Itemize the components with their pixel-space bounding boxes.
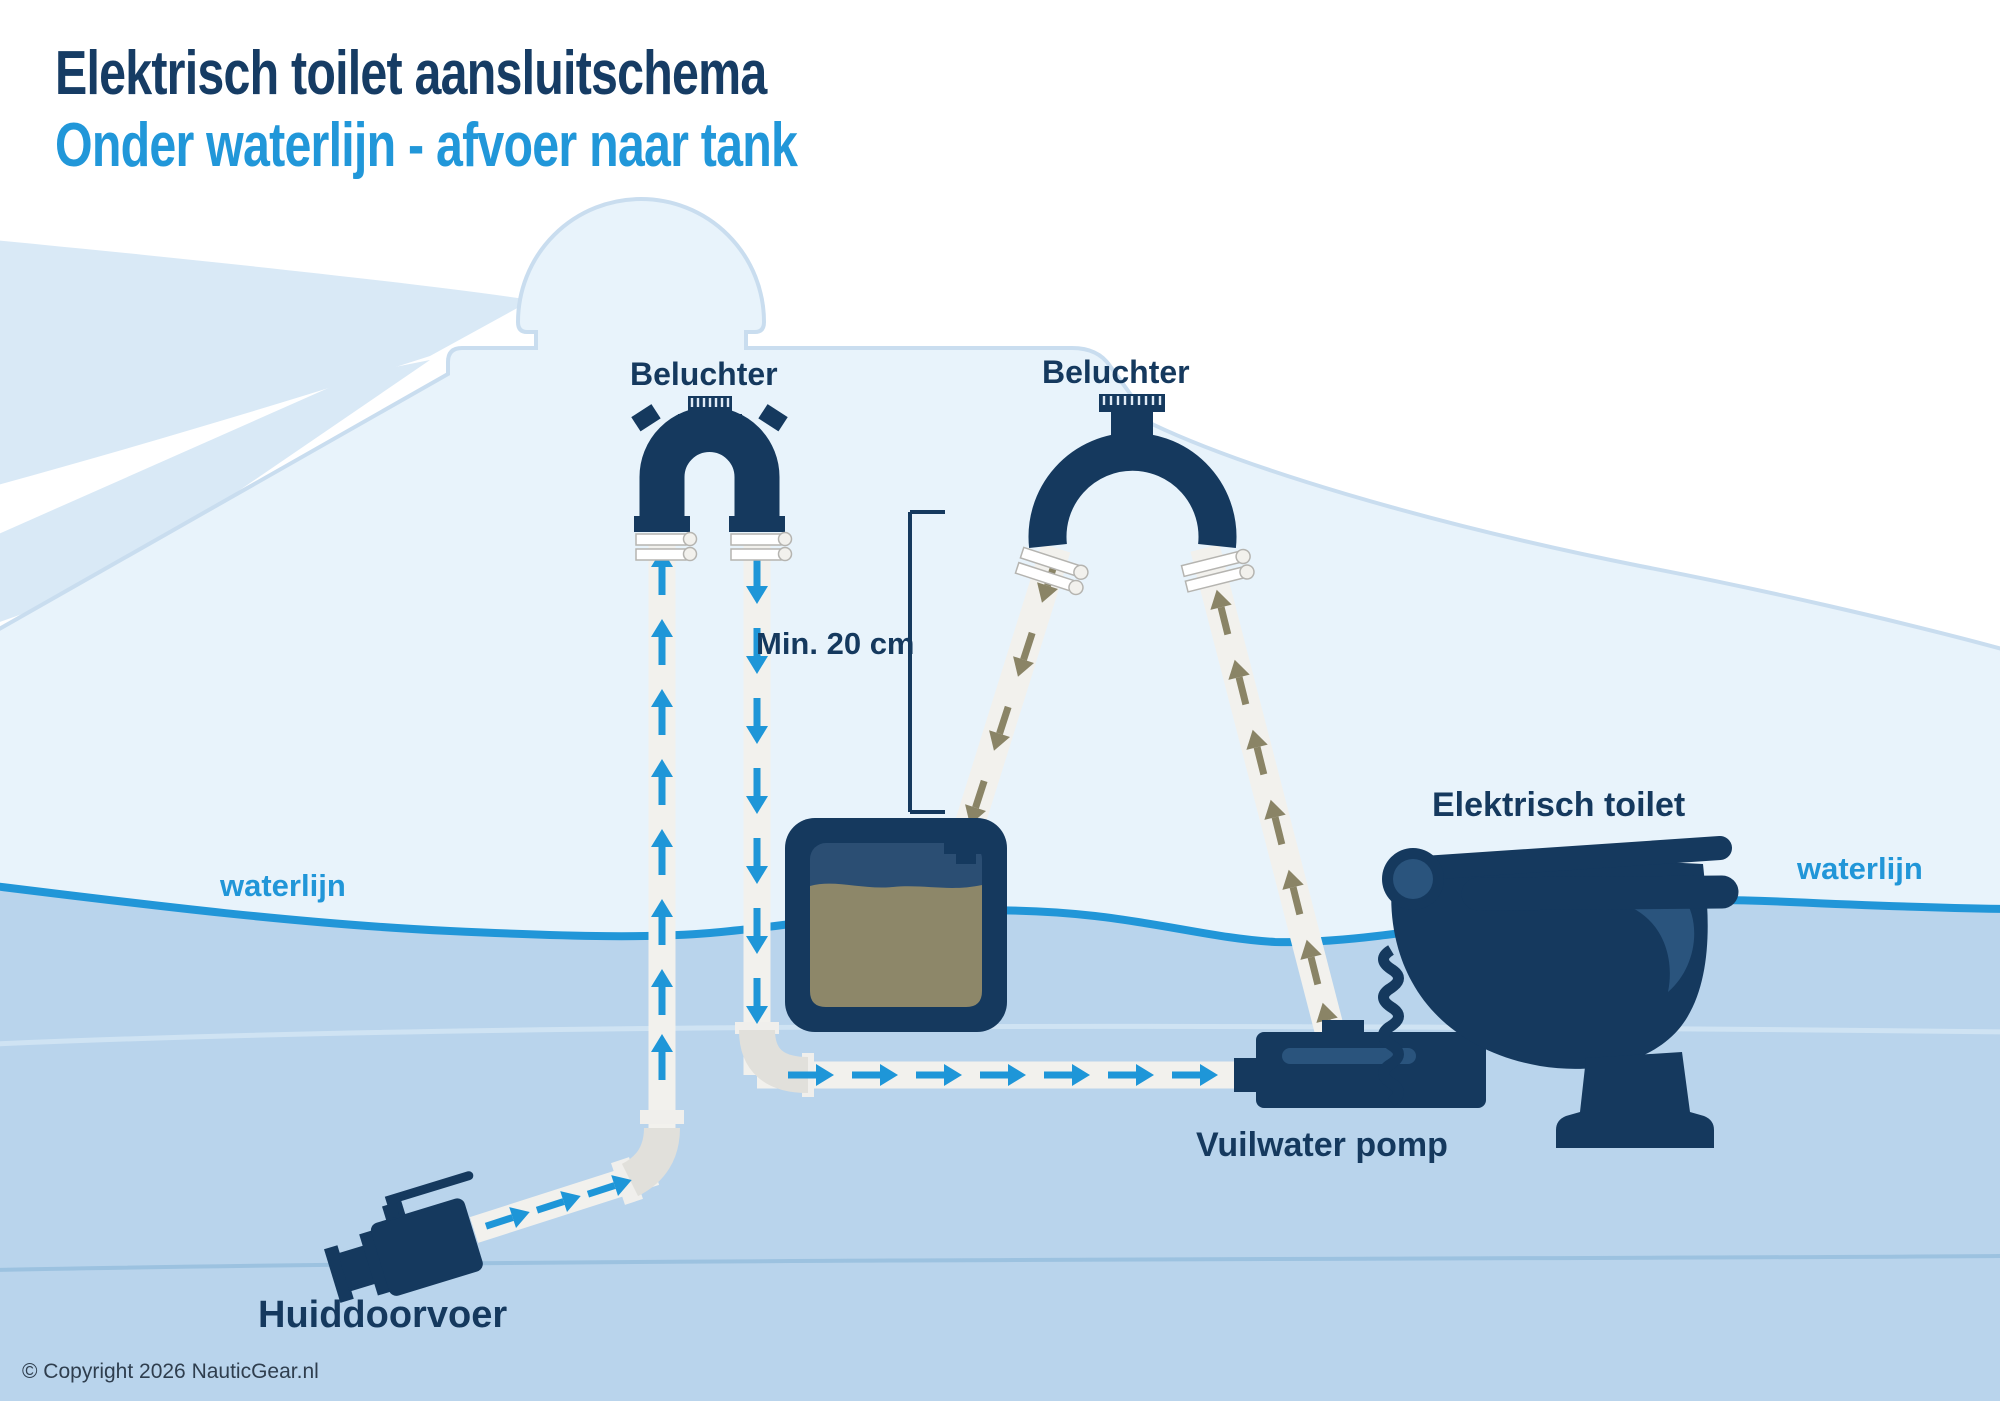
electric-toilet <box>1378 836 1739 1148</box>
page-subtitle: Onder waterlijn - afvoer naar tank <box>55 111 798 180</box>
toilet-seat <box>1412 836 1732 880</box>
hose-clamps <box>1180 548 1255 593</box>
waste-pump <box>1234 1020 1486 1108</box>
label-waterline-left: waterlijn <box>220 868 346 903</box>
copyright-text: © Copyright 2026 NauticGear.nl <box>22 1360 319 1383</box>
vented-loop-left <box>631 396 793 562</box>
corrugated-hose <box>1378 945 1404 1107</box>
through-hull-fitting <box>324 1171 483 1303</box>
page-title: Elektrisch toilet aansluitschema <box>55 39 767 108</box>
label-min-distance: Min. 20 cm <box>756 626 915 661</box>
boat-bow-swoosh <box>0 240 532 622</box>
label-vented-loop-left: Beluchter <box>630 356 778 392</box>
hose-clamps <box>1014 546 1089 596</box>
keel-line <box>0 1254 2000 1272</box>
toilet-lid <box>1461 875 1739 911</box>
label-waste-pump: Vuilwater pomp <box>1196 1126 1448 1164</box>
label-electric-toilet: Elektrisch toilet <box>1432 786 1686 824</box>
label-vented-loop-right: Beluchter <box>1042 354 1190 390</box>
min-distance-bracket <box>908 510 945 814</box>
vented-loop-right <box>1014 394 1255 596</box>
bowl-highlight <box>1616 881 1695 992</box>
label-through-hull: Huiddoorvoer <box>258 1294 508 1336</box>
label-waterline-right: waterlijn <box>1797 851 1923 886</box>
hose-clamps <box>635 531 793 562</box>
holding-tank <box>785 818 1007 1032</box>
waste-level <box>810 883 982 1007</box>
toilet-pedestal <box>1556 1052 1714 1148</box>
